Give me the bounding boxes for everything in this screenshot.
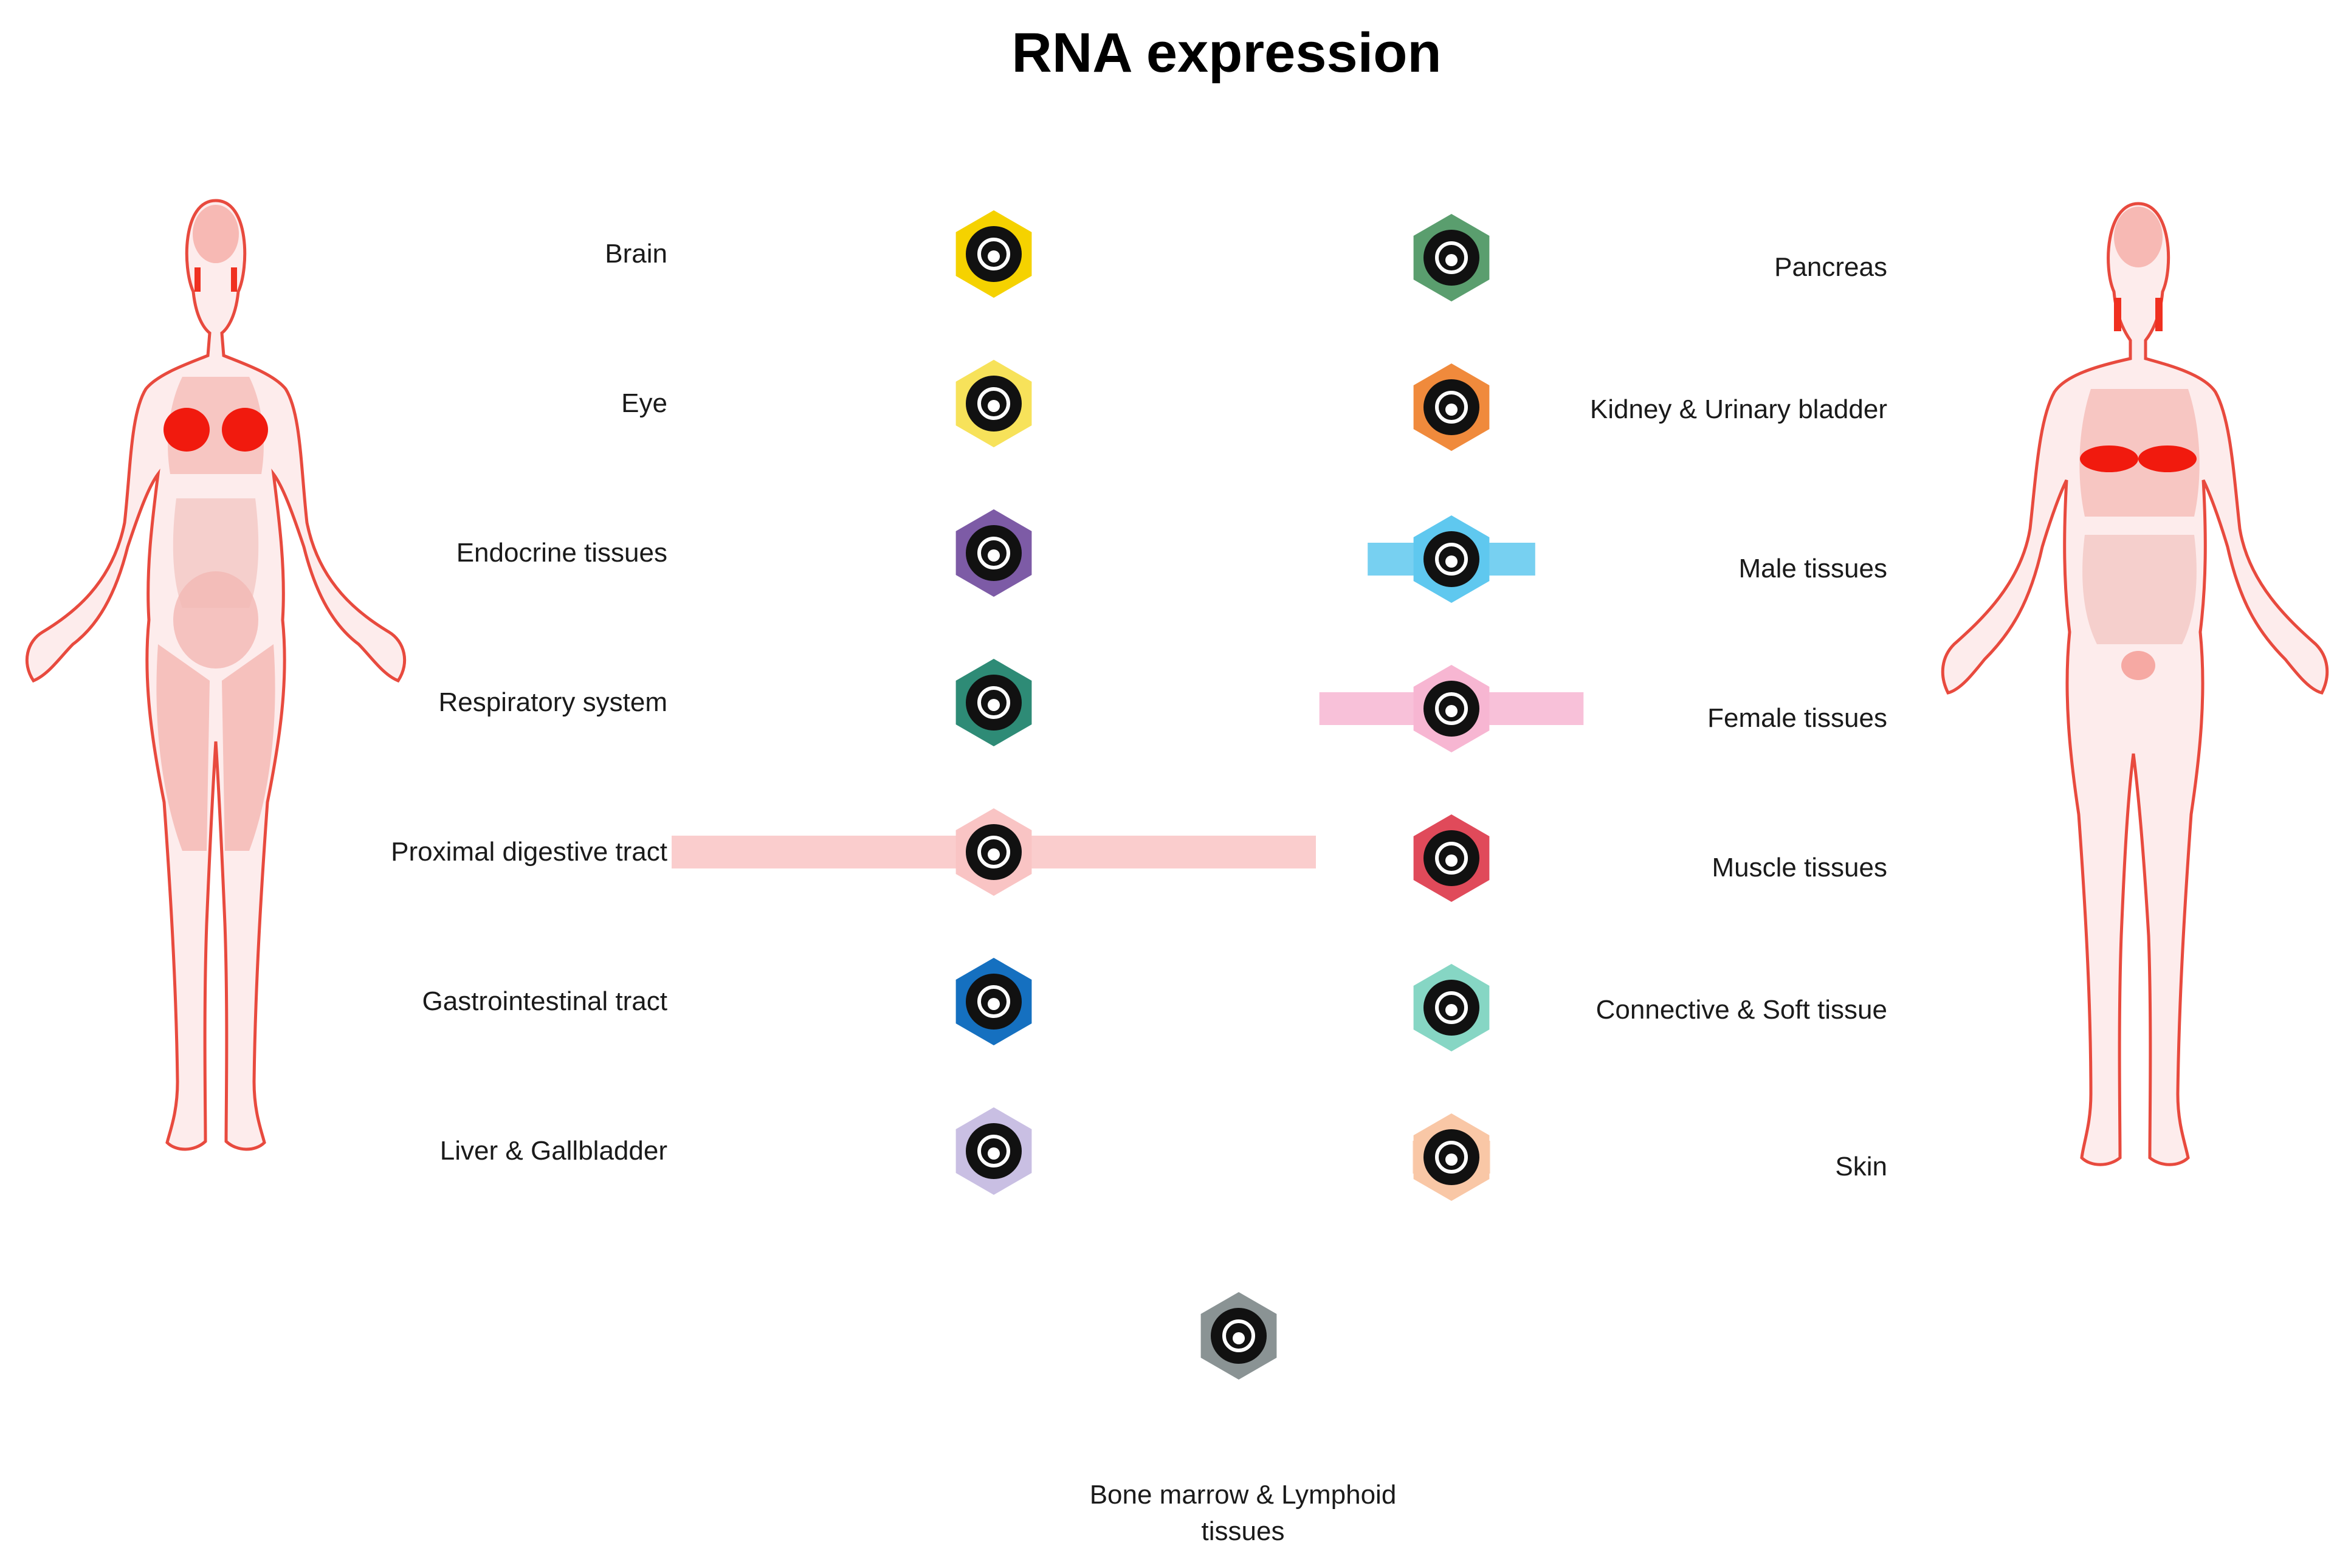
- tissue-label-connective-and-soft-tissue: Connective & Soft tissue: [1596, 995, 1887, 1025]
- tissue-label-proximal-digestive-tract: Proximal digestive tract: [391, 837, 667, 867]
- tissue-icon-respiratory-system[interactable]: [955, 659, 1032, 746]
- tissue-icon-male-tissues[interactable]: [1413, 515, 1490, 603]
- tissue-icon-eye[interactable]: [955, 360, 1032, 447]
- tissue-icon-kidney-and-urinary-bladder[interactable]: [1413, 363, 1490, 451]
- tissue-label-pancreas: Pancreas: [1774, 252, 1887, 282]
- tissue-icon-proximal-digestive-tract[interactable]: [955, 808, 1032, 896]
- tissue-icon-gastrointestinal-tract[interactable]: [955, 958, 1032, 1045]
- tissue-label-muscle-tissues: Muscle tissues: [1712, 853, 1887, 882]
- tissue-label-female-tissues: Female tissues: [1707, 703, 1887, 733]
- tissue-icon-female-tissues[interactable]: [1413, 665, 1490, 752]
- tissue-icon-bone-marrow-and-lymphoid-tissues[interactable]: [1200, 1292, 1277, 1380]
- female-body-figure: [25, 199, 407, 1151]
- tissue-label-skin: Skin: [1835, 1152, 1887, 1181]
- male-body-figure: [1941, 202, 2329, 1166]
- tissue-label-liver-and-gallbladder: Liver & Gallbladder: [440, 1136, 667, 1166]
- tissue-icon-pancreas[interactable]: [1413, 214, 1490, 301]
- tissue-icon-endocrine-tissues[interactable]: [955, 509, 1032, 597]
- tissue-label-gastrointestinal-tract: Gastrointestinal tract: [422, 986, 668, 1016]
- tissue-label-brain: Brain: [605, 239, 667, 269]
- tissue-label-respiratory-system: Respiratory system: [438, 687, 667, 717]
- tissue-icon-liver-and-gallbladder[interactable]: [955, 1107, 1032, 1195]
- chart-title: RNA expression: [1011, 22, 1441, 84]
- tissue-label-kidney-and-urinary-bladder: Kidney & Urinary bladder: [1590, 394, 1887, 424]
- tissue-label-eye: Eye: [621, 388, 667, 418]
- tissue-icon-brain[interactable]: [955, 210, 1032, 298]
- tissue-icon-connective-and-soft-tissue[interactable]: [1413, 964, 1490, 1051]
- tissue-label-endocrine-tissues: Endocrine tissues: [456, 538, 667, 568]
- tissue-icon-skin[interactable]: [1413, 1113, 1490, 1201]
- tissue-label-male-tissues: Male tissues: [1738, 554, 1887, 583]
- tissue-icon-muscle-tissues[interactable]: [1413, 814, 1490, 902]
